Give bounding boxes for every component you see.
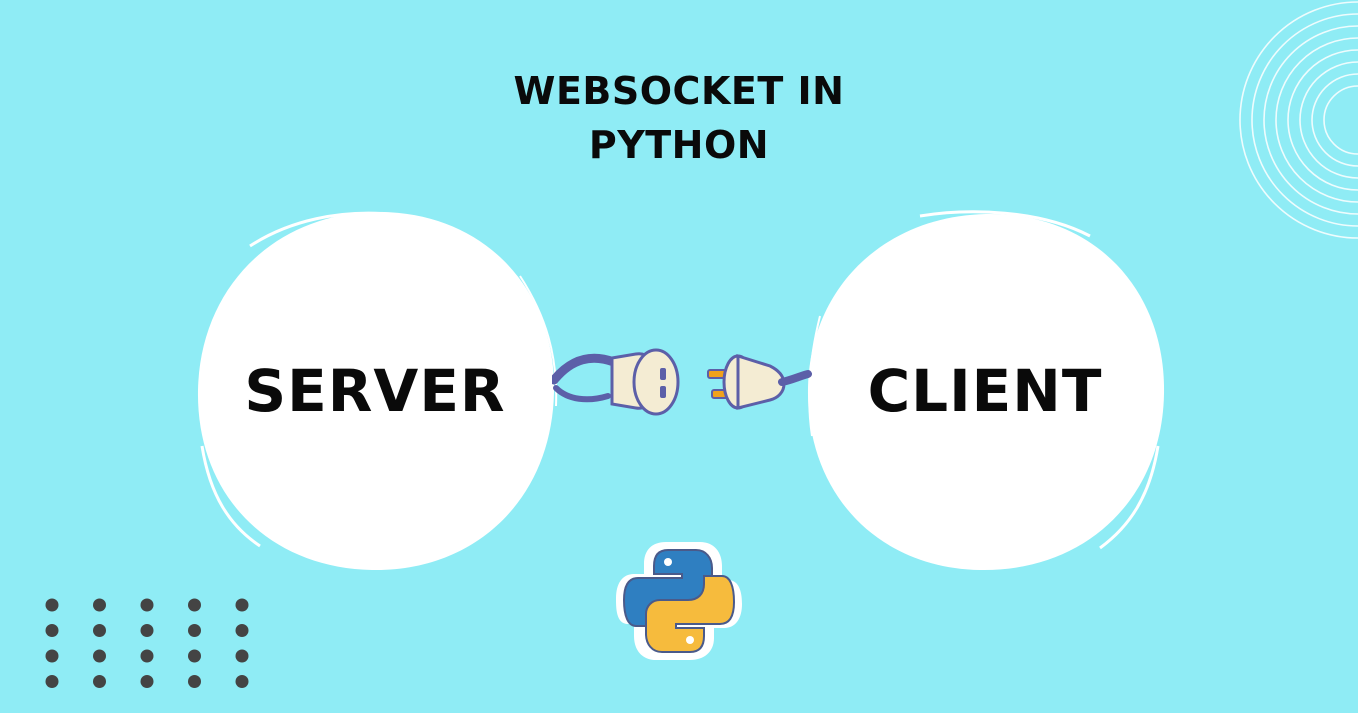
grid-dot [188,598,201,612]
grid-dot [45,649,59,663]
concentric-rings-decoration [1239,1,1358,239]
grid-dot [140,649,154,663]
grid-dot [235,598,249,612]
title-line-1: WEBSOCKET IN [513,69,845,113]
client-label: CLIENT [867,357,1103,425]
electric-plug-icon [707,353,812,410]
python-logo-icon [616,542,742,660]
grid-dot [235,675,249,688]
grid-dot [188,624,201,637]
client-brush-circle [807,210,1165,571]
grid-dot [235,649,249,663]
grid-dot [235,624,249,637]
grid-dot [93,649,106,663]
grid-dot [188,649,201,663]
grid-dot [93,675,106,688]
grid-dot [45,675,59,688]
grid-dot [140,624,154,637]
grid-dot [140,598,154,612]
client-node: CLIENT [800,206,1170,576]
page-title: WEBSOCKET IN PYTHON [0,64,1358,172]
socket-plug-graphic [552,348,812,416]
grid-dot [140,675,154,688]
grid-dot [93,598,106,612]
grid-dot [188,675,201,688]
grid-dot [45,598,59,612]
dot-grid-decoration [45,598,249,688]
electric-socket-icon [552,348,680,416]
server-label: SERVER [244,357,506,425]
title-line-2: PYTHON [588,123,770,167]
grid-dot [93,624,106,637]
server-node: SERVER [190,206,560,576]
grid-dot [45,624,59,637]
server-brush-circle [197,211,558,571]
